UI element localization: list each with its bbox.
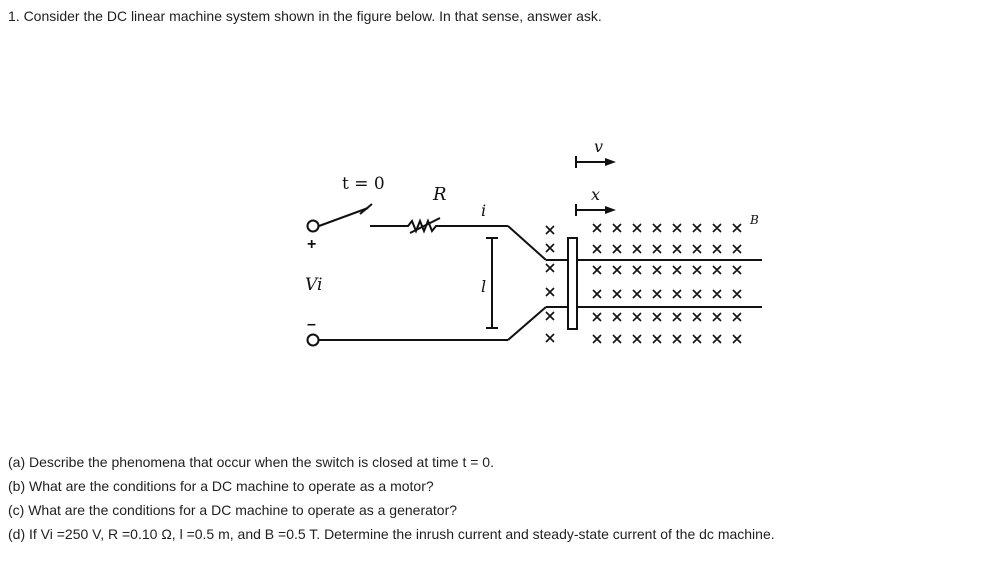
magnetic-field-crosses [545,225,555,343]
field-label: B [749,213,759,227]
question-b: (b) What are the conditions for a DC mac… [8,478,434,494]
velocity-label: v [594,137,603,156]
voltage-label: Vi [305,275,322,295]
question-a: (a) Describe the phenomena that occur wh… [8,454,494,470]
positive-terminal [306,219,320,233]
switch-label: t = 0 [342,174,385,194]
question-d: (d) If Vi =250 V, R =0.10 Ω, l =0.5 m, a… [8,526,775,542]
question-c: (c) What are the conditions for a DC mac… [8,502,458,518]
negative-terminal [306,333,320,347]
current-label: i [481,201,486,220]
resistor-label: R [432,184,447,205]
field-grid [592,223,742,344]
length-label: l [481,277,486,296]
position-label: x [591,185,600,204]
position-arrowhead [605,206,616,214]
plus-sign: + [307,236,316,253]
sliding-bar [567,237,578,330]
switch-blade [318,207,369,227]
velocity-arrowhead [605,158,616,166]
minus-sign: – [307,316,316,333]
problem-title: 1. Consider the DC linear machine system… [8,8,602,24]
